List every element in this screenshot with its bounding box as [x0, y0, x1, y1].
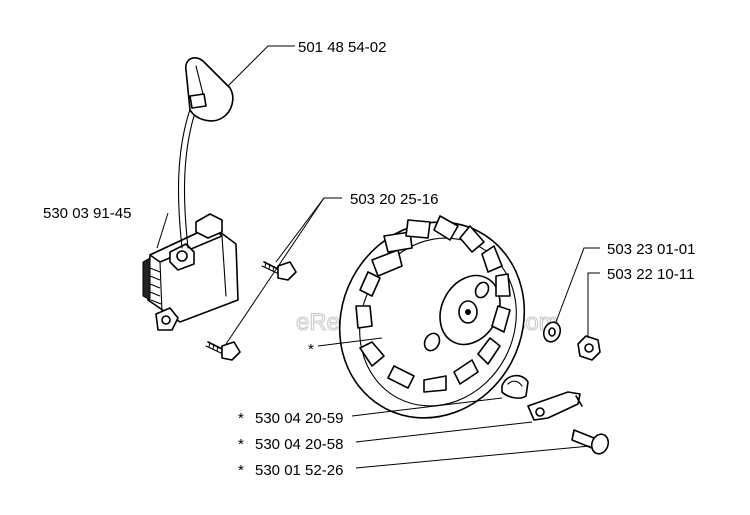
label-pawl: 530 04 20-58 — [255, 436, 343, 453]
label-spark-plug-cap: 501 48 54-02 — [298, 39, 386, 56]
flywheel — [338, 215, 526, 419]
flywheel-fins — [355, 215, 511, 393]
spark-plug-cap — [185, 57, 234, 122]
ignition-module — [142, 213, 239, 331]
label-nut: 503 22 10-11 — [607, 266, 694, 283]
pawl — [527, 391, 583, 421]
marker-flywheel: * — [308, 341, 314, 358]
pawl-spring — [501, 374, 529, 399]
module-screw-lower — [205, 341, 241, 361]
label-pivot-pin: 530 01 52-26 — [255, 462, 343, 479]
label-washer: 503 23 01-01 — [607, 241, 695, 258]
marker-spring: * — [238, 410, 244, 427]
nut — [577, 335, 601, 361]
washer — [542, 321, 562, 343]
label-ignition-module: 530 03 91-45 — [43, 205, 131, 222]
pivot-pin — [571, 429, 610, 455]
label-module-screw: 503 20 25-16 — [350, 191, 438, 208]
leader-lines — [156, 45, 600, 469]
module-screw-upper — [261, 261, 297, 281]
marker-pivot-pin: * — [238, 462, 244, 479]
marker-pawl: * — [238, 436, 244, 453]
label-spring: 530 04 20-59 — [255, 410, 343, 427]
